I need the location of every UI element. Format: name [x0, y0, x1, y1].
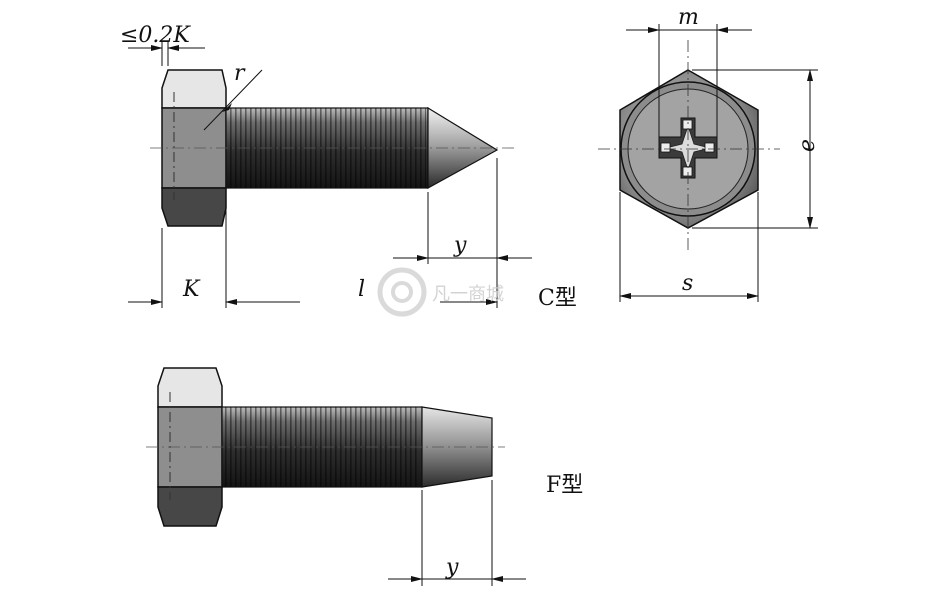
cross-recess-icon: [658, 117, 718, 179]
label-k-tolerance: ≤0.2K: [120, 23, 191, 48]
label-m: m: [678, 5, 699, 30]
bolt-type-f: y F型: [146, 367, 583, 586]
label-y-f: y: [445, 555, 459, 580]
dim-y-f: y: [388, 480, 526, 586]
dim-m: m: [626, 5, 752, 137]
label-s: s: [682, 271, 693, 296]
label-l: l: [358, 277, 365, 302]
caption-type-c: C型: [538, 286, 577, 311]
watermark-text: 凡一商城: [432, 284, 504, 305]
dim-y-c: y: [393, 192, 532, 264]
dim-e: e: [692, 69, 820, 229]
dim-k-and-l: K l: [128, 158, 498, 308]
dim-r: r: [203, 61, 263, 131]
label-r: r: [234, 61, 246, 86]
bolt-head-top-view: [598, 40, 780, 250]
label-e: e: [795, 139, 820, 152]
bolt-type-c: ≤0.2K r K l y C型: [120, 23, 577, 311]
dim-s: s: [619, 192, 759, 302]
dim-k-tolerance: ≤0.2K: [120, 23, 205, 66]
bolt-f-head: [157, 367, 223, 527]
label-k: K: [182, 277, 201, 302]
caption-type-f: F型: [546, 473, 583, 498]
label-y-c: y: [453, 233, 467, 258]
watermark: 凡一商城: [377, 267, 504, 317]
